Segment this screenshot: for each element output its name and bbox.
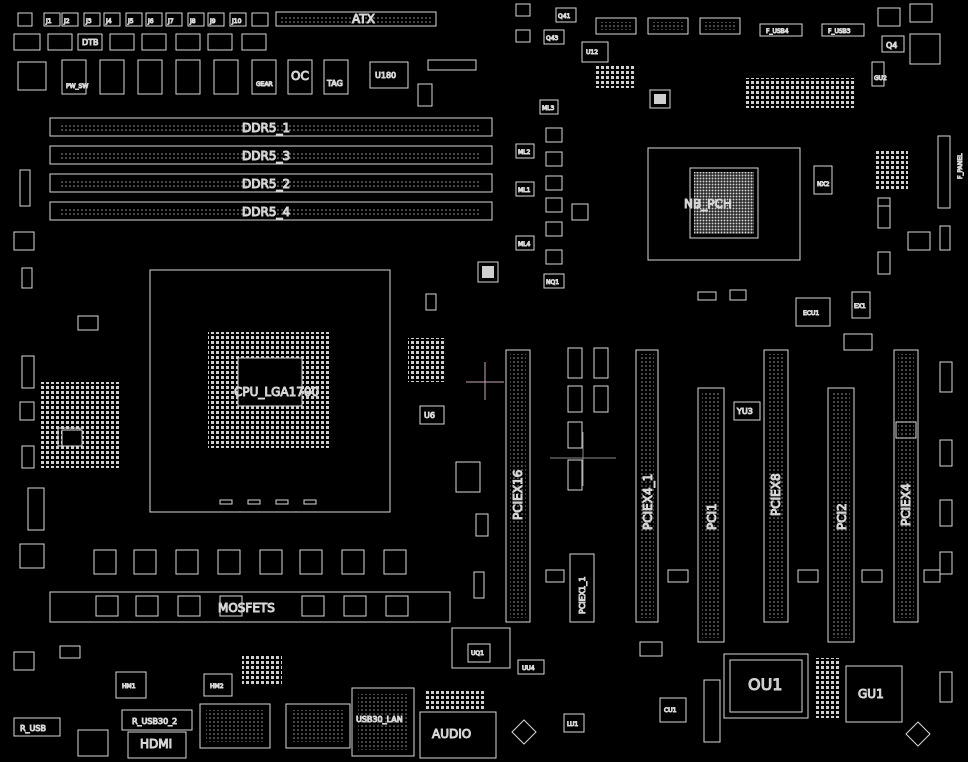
pci2-label: PCI2 — [835, 503, 849, 530]
mosfet-label: MOSFETS — [218, 601, 275, 615]
ddr5-2-slot — [49, 173, 493, 193]
pciex16-label: PCIEX16 — [511, 470, 525, 520]
j4-label: J4 — [105, 18, 112, 25]
oc-label: OC — [291, 69, 309, 83]
ddr5-4-label: DDR5_4 — [242, 205, 290, 219]
j9-label: J9 — [209, 18, 216, 25]
ddr5-3-label: DDR5_3 — [242, 149, 290, 163]
gu1-chip: GU1 — [845, 665, 903, 723]
pciex8-slot — [763, 349, 789, 623]
dtb-label: DTB — [82, 38, 99, 47]
ml2-label: ML2 — [518, 149, 531, 156]
j10-label: J10 — [231, 18, 242, 25]
u6-label: U6 — [424, 411, 435, 420]
q4-label: Q4 — [886, 41, 897, 50]
j2-label: J2 — [63, 18, 70, 25]
f-usb4-label: F_USB4 — [766, 28, 789, 35]
pch-chipset: NB_PCH NX2 — [647, 147, 833, 261]
usb30-lan-label: USB30_LAN — [356, 715, 403, 724]
u12-label: U12 — [586, 49, 598, 56]
j8-label: J8 — [189, 18, 196, 25]
mosfet-heatsink: MOSFETS — [49, 591, 451, 623]
pcie-slots: PCIEX16 PCIEX4_1 PCI1 PCIEX8 PCI2 PCIEX4… — [505, 349, 919, 643]
atx-label: ATX — [352, 12, 375, 26]
j1-label: J1 — [45, 18, 52, 25]
gear-label: GEAR — [256, 81, 273, 88]
nx2-label: NX2 — [817, 181, 830, 188]
hdmi-label: HDMI — [140, 737, 172, 751]
pciex1-1-slot — [569, 553, 595, 623]
yu3-label: YU3 — [736, 407, 753, 416]
pciex4-1-slot — [635, 349, 659, 623]
switch-row: PW_SW GEAR OC TAG U180 — [17, 59, 477, 107]
nq1-label: NQ1 — [546, 279, 559, 286]
f-usb3-label: F_USB3 — [828, 28, 851, 35]
pci2-slot — [827, 387, 855, 643]
ddr5-2-label: DDR5_2 — [242, 177, 290, 191]
pci1-label: PCI1 — [705, 503, 719, 530]
tag-label: TAG — [326, 79, 343, 88]
q43-label: Q43 — [546, 35, 559, 42]
ou1-chip: OU1 — [723, 653, 809, 719]
r-usb30-2-label: R_USB30_2 — [132, 717, 177, 726]
hm1-label: HM1 — [122, 683, 136, 690]
j6-label: J6 — [147, 18, 154, 25]
gu1-label: GU1 — [858, 687, 884, 701]
pciex4-slot — [893, 349, 919, 623]
audio-label: AUDIO — [432, 727, 471, 741]
cpu-label: CPU_LGA1700 — [234, 385, 319, 399]
u180-label: U180 — [375, 71, 396, 80]
lu1-label: LU1 — [567, 721, 578, 728]
pw-sw-label: PW_SW — [66, 83, 88, 90]
ddr5-4-slot — [49, 201, 493, 221]
j5-label: J5 — [127, 18, 134, 25]
pci1-slot — [697, 387, 725, 643]
crosshair-marker — [466, 362, 504, 400]
top-headers: J1 J2 J3 J4 J5 J6 J7 J8 J9 J10 — [17, 12, 269, 27]
vrm-chokes — [93, 549, 407, 575]
cu1-label: CU1 — [664, 707, 677, 714]
r-usb-label: R_USB — [20, 724, 46, 733]
ex1-label: EX1 — [854, 303, 866, 310]
pciex4-1-label: PCIEX4_1 — [641, 474, 655, 530]
pciex4-label: PCIEX4 — [899, 483, 913, 526]
pciex8-label: PCIEX8 — [769, 473, 783, 516]
pciex1-1-label: PCIEX1_1 — [578, 577, 587, 614]
q41-label: Q41 — [558, 13, 571, 20]
cpu-socket: CPU_LGA1700 — [149, 269, 391, 513]
ddr5-slots: DDR5_1 DDR5_3 DDR5_2 DDR5_4 — [49, 117, 493, 221]
pch-label: NB_PCH — [684, 197, 732, 211]
atx-connector: ATX — [275, 11, 437, 27]
pciex16-slot — [505, 349, 531, 623]
ml4-label: ML4 — [518, 241, 531, 248]
passive-cluster — [744, 78, 854, 108]
j7-label: J7 — [167, 18, 174, 25]
uq1-label: UQ1 — [471, 650, 484, 657]
ddr5-3-slot — [49, 145, 493, 165]
ecu1-label: ECU1 — [803, 310, 819, 317]
gu2-label: GU2 — [874, 75, 887, 82]
ddr5-1-label: DDR5_1 — [242, 121, 290, 135]
crosshair-marker-2 — [550, 432, 616, 486]
hm2-label: HM2 — [210, 683, 224, 690]
uu4-label: UU4 — [522, 665, 535, 672]
ml1-label: ML1 — [518, 187, 531, 194]
ou1-label: OU1 — [748, 675, 782, 694]
f-panel-label: F_PANEL — [957, 153, 964, 179]
ml3-label: ML3 — [542, 105, 555, 112]
j3-label: J3 — [85, 18, 92, 25]
ddr5-1-slot — [49, 117, 493, 137]
